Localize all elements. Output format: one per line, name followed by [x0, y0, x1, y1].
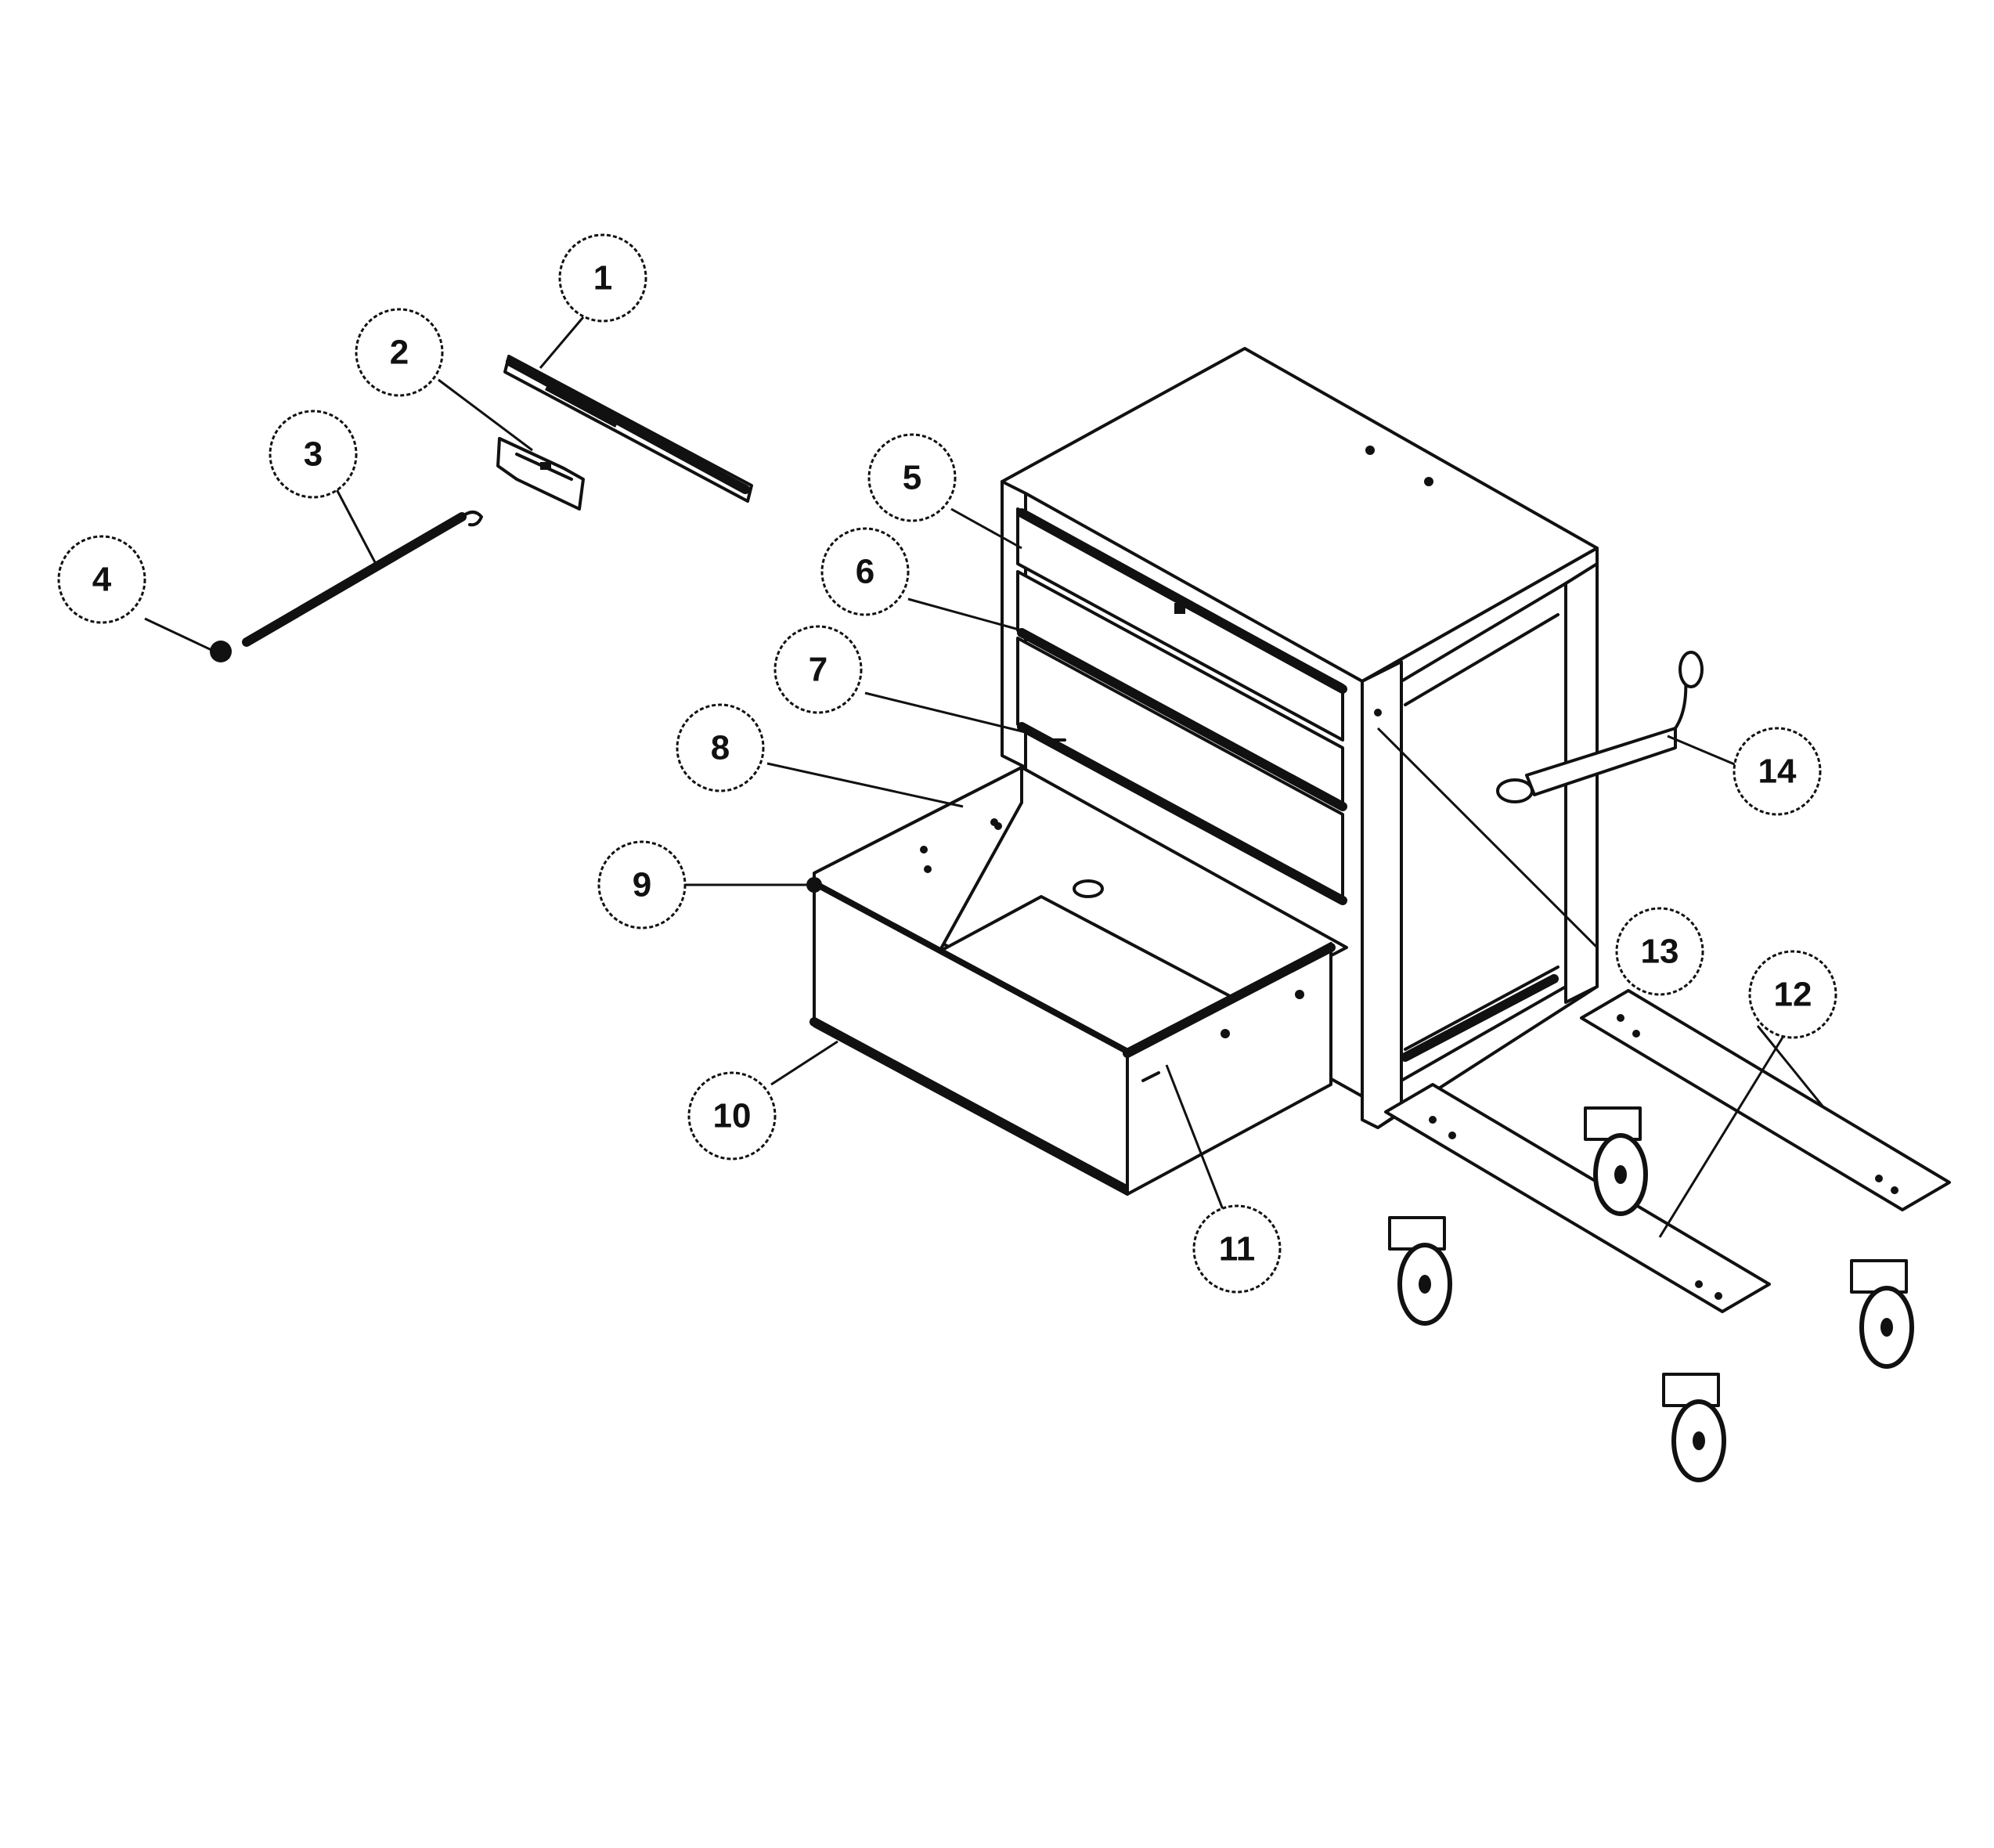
cabinet-body: [1001, 347, 1599, 1129]
svg-text:11: 11: [1219, 1230, 1256, 1269]
svg-text:10: 10: [713, 1097, 752, 1135]
svg-text:6: 6: [856, 553, 874, 591]
callout-9: 9: [597, 840, 687, 929]
callout-2: 2: [355, 308, 444, 397]
callout-14: 14: [1733, 727, 1822, 816]
callout-6: 6: [820, 527, 910, 616]
svg-text:4: 4: [92, 561, 112, 599]
part-14-side-handle: [1496, 651, 1704, 803]
callout-3: 3: [269, 410, 358, 499]
open-drawer: [806, 766, 1348, 1196]
callout-4: 4: [57, 535, 146, 624]
callout-10: 10: [687, 1071, 777, 1160]
svg-text:2: 2: [390, 334, 409, 372]
part-12-caster-rails: [1384, 989, 1951, 1313]
callout-7: 7: [773, 625, 863, 714]
caster-wheel: [1584, 1106, 1648, 1216]
caster-wheel: [1662, 1373, 1726, 1482]
svg-text:7: 7: [809, 651, 828, 689]
svg-text:3: 3: [304, 435, 323, 474]
callout-11: 11: [1192, 1204, 1282, 1294]
callout-8: 8: [676, 703, 765, 792]
svg-text:1: 1: [593, 259, 612, 298]
svg-text:5: 5: [903, 459, 921, 497]
svg-text:8: 8: [711, 729, 730, 767]
callout-13: 13: [1615, 907, 1704, 996]
svg-text:12: 12: [1774, 976, 1812, 1014]
part-1-drawer-slide: [503, 355, 753, 503]
svg-text:13: 13: [1641, 933, 1679, 971]
callout-12: 12: [1748, 950, 1837, 1039]
callout-1: 1: [558, 233, 647, 323]
caster-wheel: [1388, 1216, 1452, 1326]
part-2-bracket: [496, 437, 585, 511]
leader-lines: [144, 316, 1826, 1238]
caster-wheels: [1388, 1106, 1914, 1482]
caster-wheel: [1850, 1259, 1914, 1369]
part-3-handle-rod: [242, 511, 483, 647]
part-4-end-cap: [210, 641, 232, 662]
svg-text:14: 14: [1758, 753, 1797, 791]
callout-5: 5: [867, 433, 957, 522]
svg-text:9: 9: [633, 866, 651, 904]
